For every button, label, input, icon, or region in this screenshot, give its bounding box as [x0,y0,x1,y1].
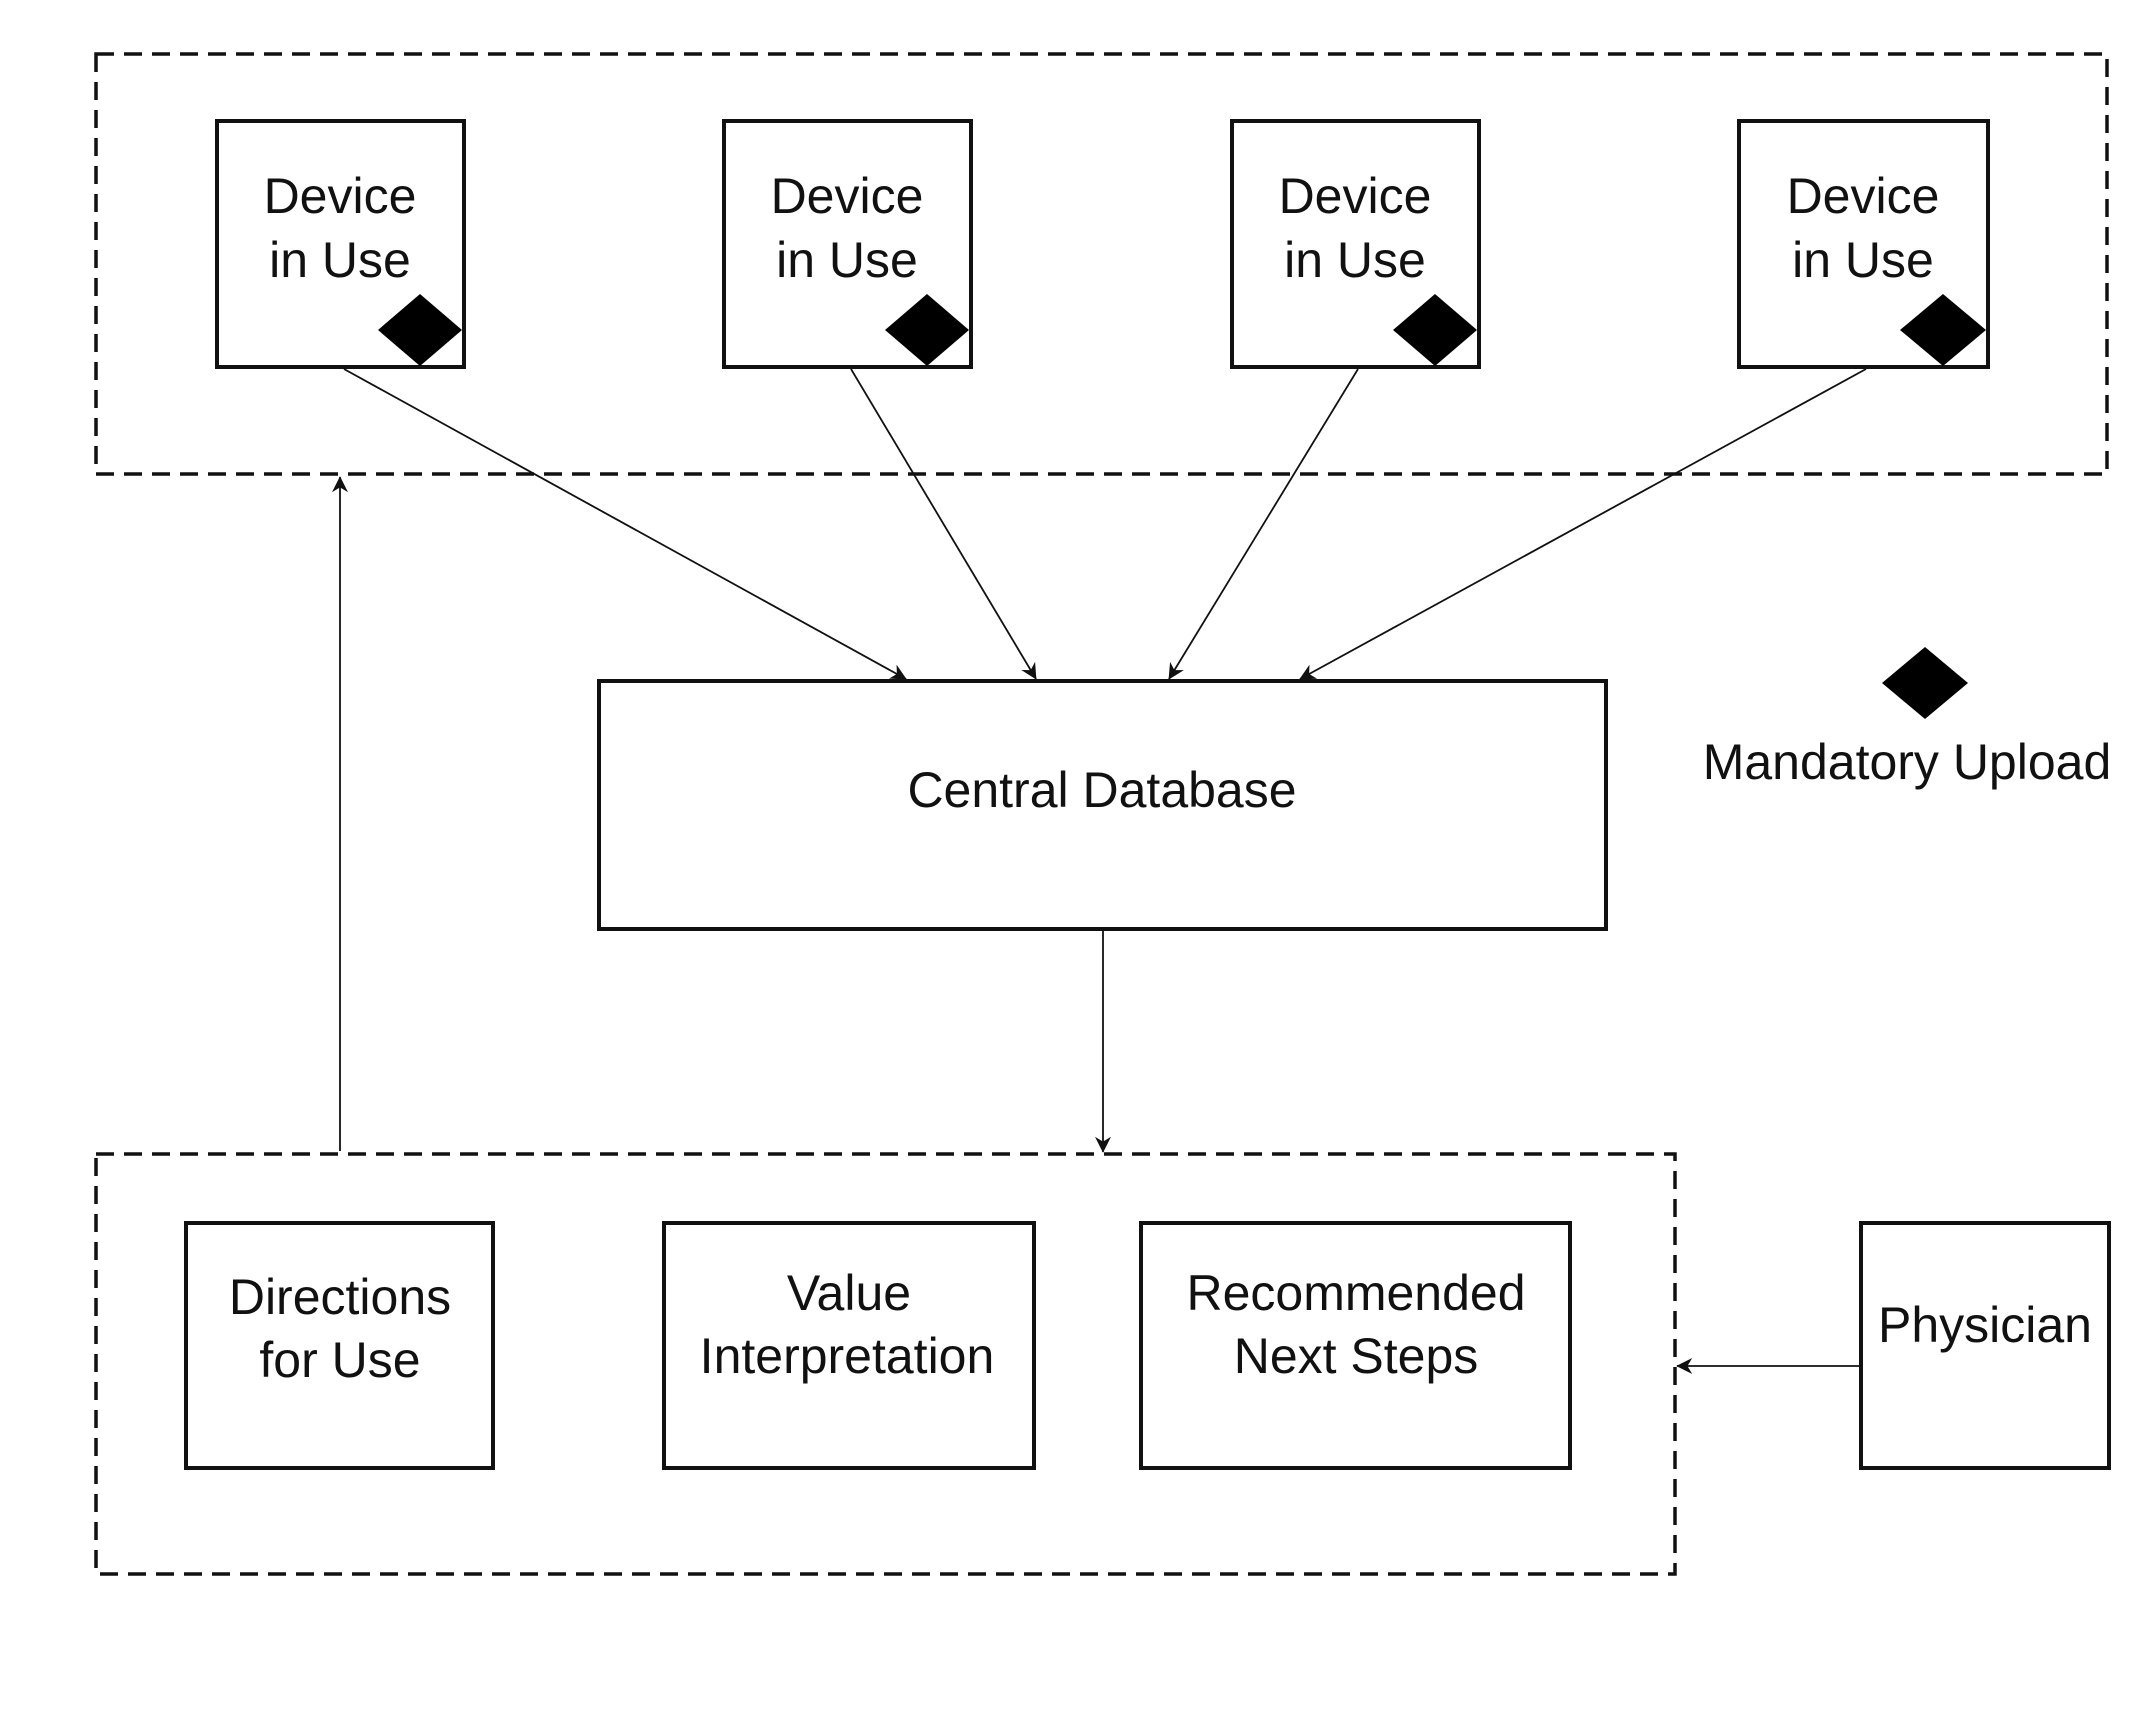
value-interpretation-label-line2: Interpretation [700,1328,995,1384]
directions-label-line1: Directions [229,1269,451,1325]
device-box: Device in Use [1232,121,1479,367]
upload-arrow [1169,369,1358,679]
device-label-line1: Device [264,168,417,224]
legend: Mandatory Upload [1703,647,2112,790]
upload-arrow [851,369,1036,679]
value-interpretation-label-line1: Value [787,1265,911,1321]
physician-label: Physician [1878,1297,2092,1353]
device-label-line2: in Use [776,232,918,288]
device-box: Device in Use [217,121,464,367]
central-database-label: Central Database [907,762,1296,818]
upload-arrow [344,369,906,679]
central-database-box: Central Database [599,681,1606,929]
recommended-label-line2: Next Steps [1234,1328,1479,1384]
physician-box: Physician [1861,1223,2109,1468]
legend-label: Mandatory Upload [1703,734,2112,790]
device-label-line1: Device [771,168,924,224]
device-label-line2: in Use [269,232,411,288]
device-label-line2: in Use [1792,232,1934,288]
upload-arrow [1300,369,1866,679]
recommended-next-steps-box: Recommended Next Steps [1141,1223,1570,1468]
device-label-line1: Device [1279,168,1432,224]
directions-for-use-box: Directions for Use [186,1223,493,1468]
diamond-icon [1882,647,1968,719]
device-box: Device in Use [724,121,971,367]
value-interpretation-box: Value Interpretation [664,1223,1034,1468]
device-label-line1: Device [1787,168,1940,224]
directions-label-line2: for Use [259,1332,420,1388]
device-label-line2: in Use [1284,232,1426,288]
recommended-label-line1: Recommended [1186,1265,1525,1321]
device-box: Device in Use [1739,121,1988,367]
